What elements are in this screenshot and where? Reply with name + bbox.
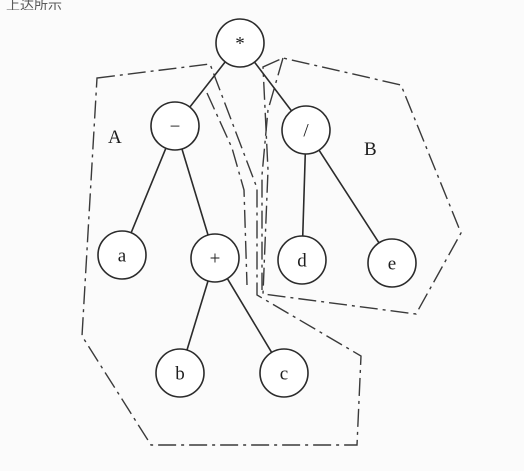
node-circle-divide xyxy=(281,105,331,155)
edge-times-minus xyxy=(189,61,226,108)
node-label-a: a xyxy=(118,246,127,267)
node-circle-minus xyxy=(150,101,200,151)
node-circle-plus xyxy=(190,233,240,283)
node-label-e: e xyxy=(388,254,396,275)
region-outlines xyxy=(81,57,462,446)
edge-minus-a xyxy=(130,147,167,234)
edge-plus-b xyxy=(186,280,209,351)
node-a: a xyxy=(97,230,147,280)
region-label-a: A xyxy=(108,127,122,148)
edge-times-divide xyxy=(253,61,293,112)
region-outline-a xyxy=(81,63,362,446)
node-label-minus: − xyxy=(170,117,181,138)
node-plus: + xyxy=(190,233,240,283)
node-label-d: d xyxy=(297,251,307,272)
edge-divide-d xyxy=(301,153,307,237)
node-d: d xyxy=(277,235,327,285)
region-b-inner-boundary xyxy=(261,57,284,290)
region-outline-b xyxy=(262,57,462,315)
edge-minus-plus xyxy=(181,148,209,236)
node-label-divide: / xyxy=(303,121,309,142)
tree-edges xyxy=(130,61,380,353)
region-label-b: B xyxy=(364,139,377,160)
region-labels: AB xyxy=(108,127,377,160)
node-times: * xyxy=(215,18,265,68)
node-b: b xyxy=(155,348,205,398)
tree-nodes: * − / a + d e b c xyxy=(97,18,417,398)
node-circle-a xyxy=(97,230,147,280)
edge-divide-e xyxy=(318,149,380,244)
node-circle-d xyxy=(277,235,327,285)
node-c: c xyxy=(259,348,309,398)
node-label-c: c xyxy=(280,364,288,385)
node-label-b: b xyxy=(175,364,185,385)
node-label-plus: + xyxy=(210,249,221,270)
edge-plus-c xyxy=(226,278,273,353)
node-circle-e xyxy=(367,238,417,288)
node-e: e xyxy=(367,238,417,288)
node-circle-b xyxy=(155,348,205,398)
node-circle-times xyxy=(215,18,265,68)
node-divide: / xyxy=(281,105,331,155)
node-minus: − xyxy=(150,101,200,151)
cropped-caption-fragment: 上达所示 xyxy=(6,0,62,10)
node-circle-c xyxy=(259,348,309,398)
node-label-times: * xyxy=(235,34,245,55)
